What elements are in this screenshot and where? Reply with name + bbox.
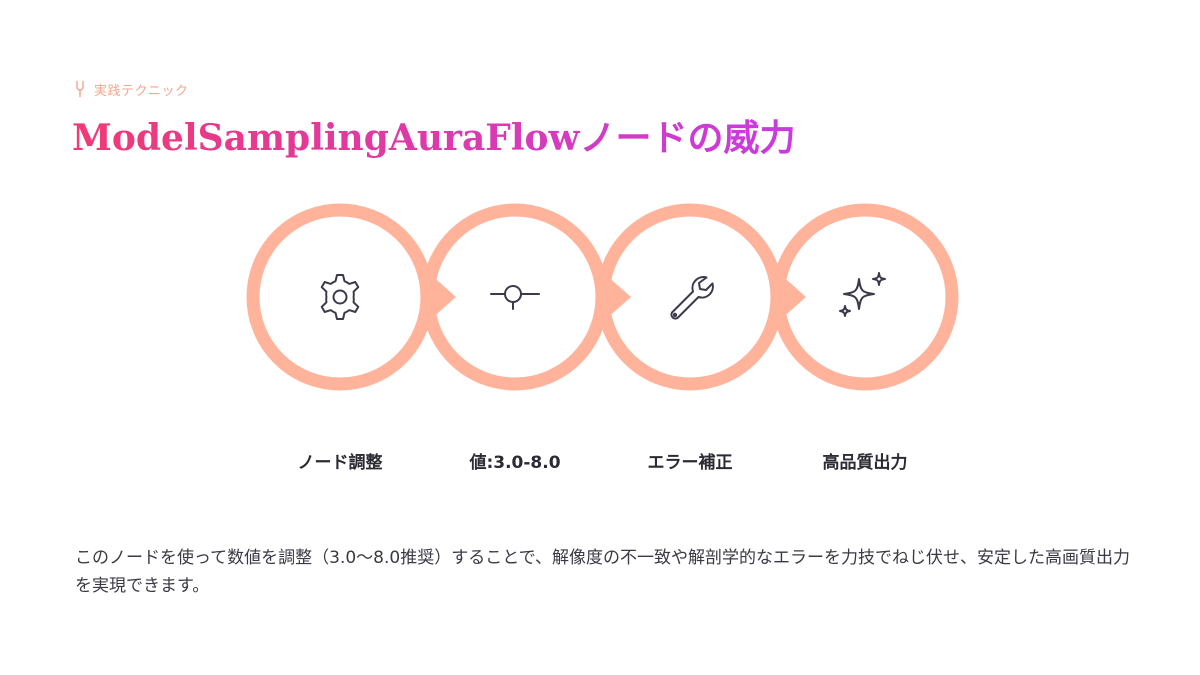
process-flow: [0, 200, 1200, 400]
tuning-fork-icon: [74, 80, 86, 98]
page-title: ModelSamplingAuraFlowノードの威力: [72, 108, 796, 168]
description-text: このノードを使って数値を調整（3.0〜8.0推奨）することで、解像度の不一致や解…: [75, 548, 1131, 596]
step-label-2: 値:3.0-8.0: [469, 453, 561, 473]
step-label-4: 高品質出力: [822, 453, 908, 473]
eyebrow-label: 実践テクニック: [94, 83, 189, 99]
flow-arrow-3: [780, 274, 806, 320]
wrench-icon: [660, 267, 720, 327]
step-ring-4: [771, 203, 959, 391]
flow-arrow-1: [430, 274, 456, 320]
gear-icon: [310, 267, 370, 327]
section-eyebrow: 実践テクニック: [74, 78, 189, 100]
slider-knob-icon: [485, 267, 545, 327]
flow-arrow-2: [605, 274, 631, 320]
step-label-1: ノード調整: [297, 453, 383, 473]
step-label-3: エラー補正: [647, 453, 733, 473]
flow-rings: [246, 203, 959, 391]
sparkles-icon: [835, 267, 895, 327]
